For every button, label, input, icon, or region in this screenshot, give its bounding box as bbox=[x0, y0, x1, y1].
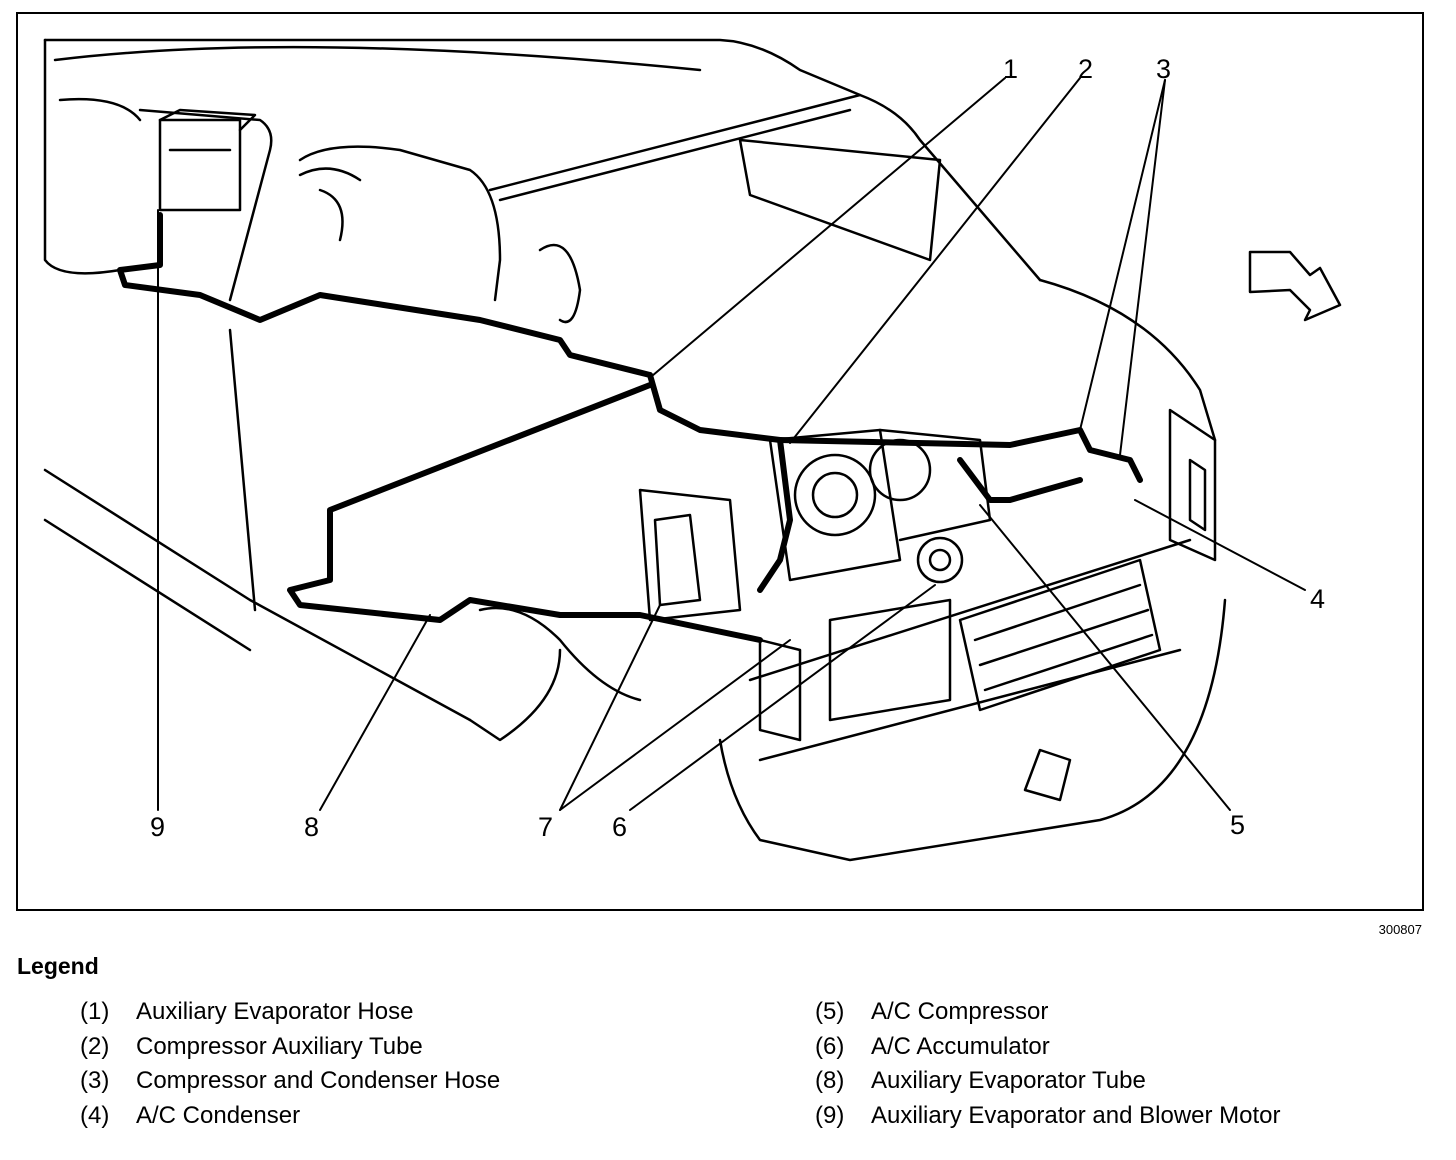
legend-number: (5) bbox=[815, 998, 845, 1025]
leader-line-3a bbox=[1079, 79, 1166, 431]
legend-number: (6) bbox=[815, 1032, 845, 1060]
callout-9: 9 bbox=[150, 812, 166, 842]
figure-frame bbox=[16, 12, 1424, 911]
figure-id: 300807 bbox=[1378, 922, 1422, 937]
leader-line-2 bbox=[789, 77, 1081, 444]
legend-item: (6) A/C Accumulator bbox=[815, 1033, 1281, 1068]
leader-line-6 bbox=[629, 584, 936, 811]
vehicle-body-outline bbox=[43, 38, 1217, 742]
callout-2: 2 bbox=[1078, 54, 1094, 84]
callout-5: 5 bbox=[1230, 810, 1246, 840]
radiator-support bbox=[638, 488, 952, 742]
legend-label: A/C Condenser bbox=[136, 1101, 301, 1129]
legend-number: (1) bbox=[80, 998, 110, 1025]
legend-item: (3) Compressor and Condenser Hose bbox=[80, 1067, 500, 1102]
callout-4: 4 bbox=[1310, 584, 1326, 614]
legend-item: (8) Auxiliary Evaporator Tube bbox=[815, 1067, 1281, 1102]
legend-title: Legend bbox=[17, 953, 99, 979]
legend-number: (8) bbox=[815, 1067, 845, 1094]
engine-components bbox=[768, 428, 992, 584]
legend-item: (5) A/C Compressor bbox=[815, 998, 1281, 1033]
legend-item: (1) Auxiliary Evaporator Hose bbox=[80, 998, 500, 1033]
leader-line-8 bbox=[319, 614, 431, 811]
callout-1: 1 bbox=[1003, 54, 1019, 84]
legend-number: (4) bbox=[80, 1101, 110, 1129]
legend-number: (2) bbox=[80, 1032, 110, 1060]
leader-line-7b bbox=[559, 639, 791, 811]
legend-label: A/C Compressor bbox=[871, 998, 1049, 1025]
legend-label: A/C Accumulator bbox=[871, 1032, 1050, 1060]
legend-label: Compressor and Condenser Hose bbox=[136, 1067, 501, 1094]
leader-line-4 bbox=[1134, 499, 1306, 591]
legend-label: Auxiliary Evaporator and Blower Motor bbox=[871, 1101, 1281, 1129]
leader-lines bbox=[157, 77, 1306, 811]
legend-label: Auxiliary Evaporator Tube bbox=[871, 1067, 1146, 1094]
legend-item: (2) Compressor Auxiliary Tube bbox=[80, 1033, 500, 1068]
legend-label: Auxiliary Evaporator Hose bbox=[136, 998, 414, 1025]
front-bumper-grille bbox=[718, 408, 1227, 862]
leader-line-1 bbox=[651, 77, 1006, 377]
leader-line-5 bbox=[979, 504, 1231, 811]
callout-7: 7 bbox=[538, 812, 554, 842]
callout-6: 6 bbox=[612, 812, 628, 842]
auxiliary-evaporator-unit bbox=[158, 108, 582, 324]
leader-line-3b bbox=[1119, 79, 1166, 456]
refrigerant-lines bbox=[117, 212, 1143, 643]
legend-item: (9) Auxiliary Evaporator and Blower Motor bbox=[815, 1102, 1281, 1137]
legend-number: (3) bbox=[80, 1067, 110, 1094]
legend-column-right: (5) A/C Compressor (6) A/C Accumulator (8)… bbox=[815, 998, 1281, 1136]
callout-3: 3 bbox=[1156, 54, 1172, 84]
direction-arrow bbox=[1248, 250, 1342, 322]
legend-label: Compressor Auxiliary Tube bbox=[136, 1032, 423, 1060]
leader-line-7a bbox=[559, 604, 661, 811]
callout-8: 8 bbox=[304, 812, 320, 842]
legend-column-left: (1) Auxiliary Evaporator Hose (2) Compress… bbox=[80, 998, 500, 1136]
legend-number: (9) bbox=[815, 1101, 845, 1129]
legend-item: (4) A/C Condenser bbox=[80, 1102, 500, 1137]
